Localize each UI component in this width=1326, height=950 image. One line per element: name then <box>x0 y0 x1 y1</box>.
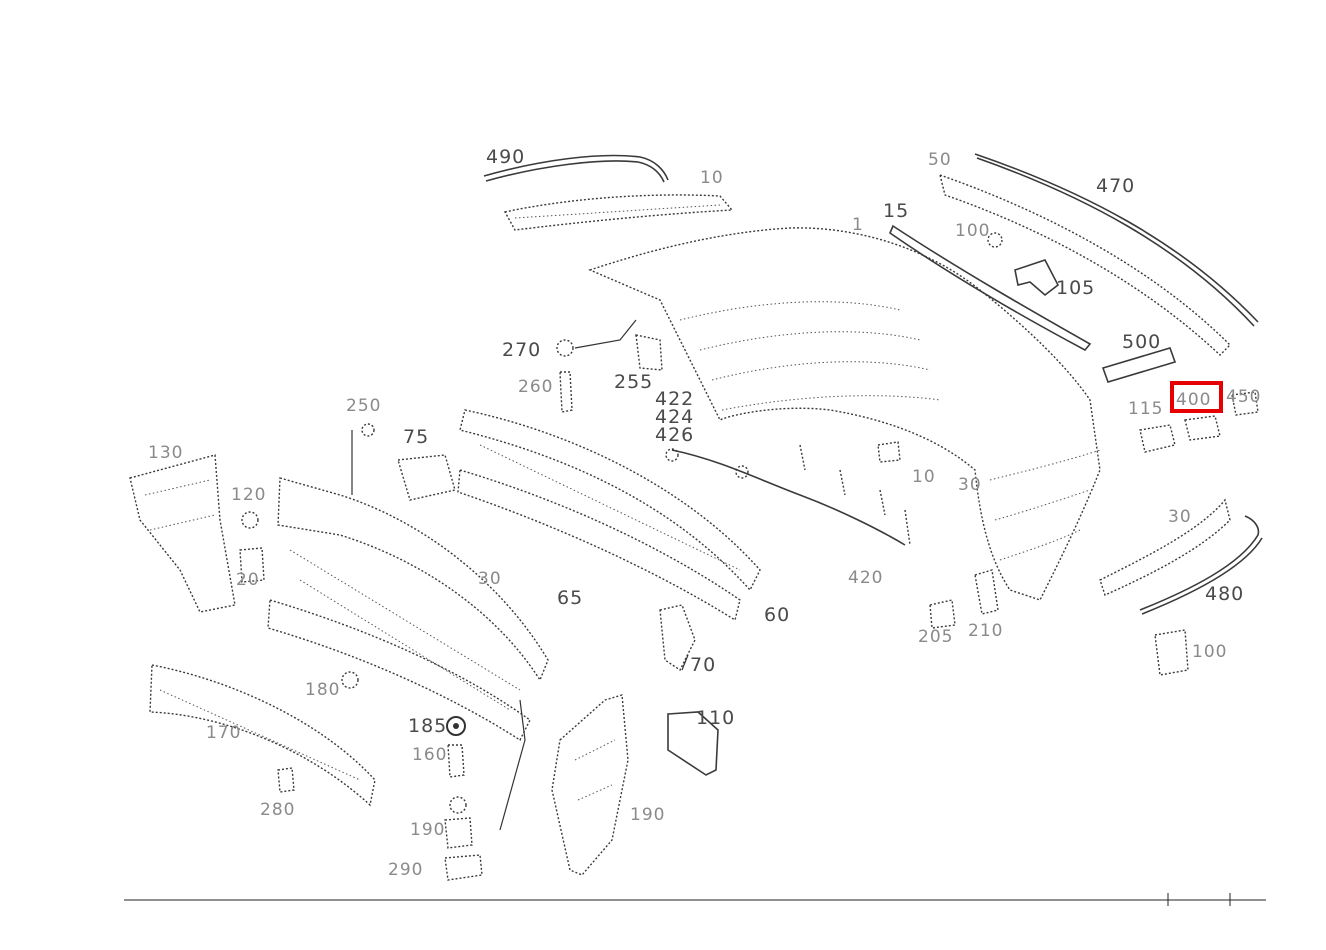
label-205[interactable]: 205 <box>918 627 953 647</box>
part-15-strip[interactable] <box>889 224 1092 352</box>
label-480[interactable]: 480 <box>1205 583 1244 605</box>
part-front-bumper-cover[interactable] <box>267 477 549 742</box>
part-470-strip[interactable] <box>974 153 1259 327</box>
label-1[interactable]: 1 <box>852 215 864 235</box>
part-400-sensor[interactable] <box>1184 391 1259 441</box>
part-205-clip[interactable] <box>929 599 956 629</box>
label-185[interactable]: 185 <box>408 715 447 737</box>
label-15[interactable]: 15 <box>883 200 909 222</box>
part-10-upper-molding[interactable] <box>503 194 734 231</box>
label-10-mid[interactable]: 10 <box>912 467 936 487</box>
label-500[interactable]: 500 <box>1122 331 1161 353</box>
label-420[interactable]: 420 <box>848 568 883 588</box>
part-160-screw[interactable] <box>447 744 465 778</box>
part-170-grille[interactable] <box>149 664 376 807</box>
part-190-clip[interactable] <box>444 796 473 849</box>
label-100-top[interactable]: 100 <box>955 221 990 241</box>
part-75-bracket[interactable] <box>397 454 456 501</box>
label-250[interactable]: 250 <box>346 396 381 416</box>
part-185-washer[interactable] <box>446 716 466 736</box>
highlight-400-box <box>1170 381 1223 413</box>
label-270[interactable]: 270 <box>502 339 541 361</box>
label-190[interactable]: 190 <box>630 805 665 825</box>
part-110-panel[interactable] <box>667 711 719 776</box>
label-190-left[interactable]: 190 <box>410 820 445 840</box>
label-130[interactable]: 130 <box>148 443 183 463</box>
label-50[interactable]: 50 <box>928 150 952 170</box>
part-10-grommet[interactable] <box>877 441 901 463</box>
label-426[interactable]: 426 <box>655 424 694 446</box>
part-120-clip[interactable] <box>239 511 265 583</box>
part-100-bracket[interactable] <box>1154 629 1189 676</box>
part-280-clip[interactable] <box>277 767 295 793</box>
part-210-holder[interactable] <box>974 569 999 615</box>
label-120[interactable]: 120 <box>231 485 266 505</box>
part-upper-bracket-rail[interactable] <box>939 173 1231 356</box>
label-70[interactable]: 70 <box>690 654 716 676</box>
label-255[interactable]: 255 <box>614 371 653 393</box>
leader-bumper-lower <box>499 699 526 831</box>
label-30-right[interactable]: 30 <box>1168 507 1192 527</box>
label-65[interactable]: 65 <box>557 587 583 609</box>
part-255-bracket[interactable] <box>635 334 663 371</box>
label-470[interactable]: 470 <box>1096 175 1135 197</box>
part-260-bolt[interactable] <box>559 371 573 413</box>
label-260[interactable]: 260 <box>518 377 553 397</box>
label-280[interactable]: 280 <box>260 800 295 820</box>
part-490-trim-strip[interactable] <box>483 154 669 183</box>
part-290-rivet[interactable] <box>444 854 483 881</box>
part-420-harness[interactable] <box>665 444 911 546</box>
label-180[interactable]: 180 <box>305 680 340 700</box>
label-422[interactable]: 422 <box>655 388 694 410</box>
part-105-bracket[interactable] <box>987 232 1060 297</box>
label-100-right[interactable]: 100 <box>1192 642 1227 662</box>
label-490[interactable]: 490 <box>486 146 525 168</box>
label-110[interactable]: 110 <box>696 707 735 729</box>
part-270-clip[interactable] <box>556 319 637 357</box>
label-30-left[interactable]: 30 <box>478 569 502 589</box>
part-500-absorber[interactable] <box>1101 347 1177 383</box>
label-105[interactable]: 105 <box>1056 277 1095 299</box>
part-180-cap[interactable] <box>341 671 359 689</box>
part-60-carrier[interactable] <box>457 409 761 622</box>
part-115-clip[interactable] <box>1139 424 1176 453</box>
label-30[interactable]: 30 <box>958 475 982 495</box>
part-130-bracket[interactable] <box>129 454 236 613</box>
label-424[interactable]: 424 <box>655 406 694 428</box>
label-450[interactable]: 450 <box>1226 387 1261 407</box>
label-160[interactable]: 160 <box>412 745 447 765</box>
part-70-bracket[interactable] <box>659 604 696 672</box>
part-250-clip[interactable] <box>361 423 375 437</box>
label-75[interactable]: 75 <box>403 426 429 448</box>
label-400[interactable]: 400 <box>1176 390 1211 410</box>
label-20[interactable]: 20 <box>236 570 260 590</box>
label-210[interactable]: 210 <box>968 621 1003 641</box>
label-10-top[interactable]: 10 <box>700 168 724 188</box>
label-170[interactable]: 170 <box>206 723 241 743</box>
part-rear-bumper-cover[interactable] <box>588 227 1101 601</box>
part-190-lower-panel[interactable] <box>551 694 629 876</box>
part-lower-reflector-bracket[interactable] <box>1099 498 1231 596</box>
label-115[interactable]: 115 <box>1128 399 1163 419</box>
part-480-trim[interactable] <box>1139 515 1263 615</box>
label-290[interactable]: 290 <box>388 860 423 880</box>
label-60[interactable]: 60 <box>764 604 790 626</box>
